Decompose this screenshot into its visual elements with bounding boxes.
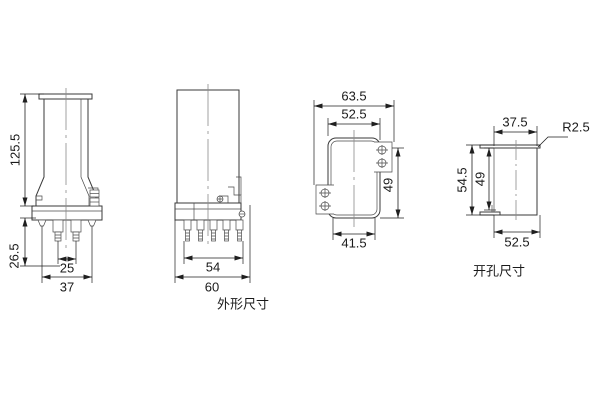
front-terminal-pins — [183, 219, 244, 242]
top-dim-width-body: 52.5 — [341, 106, 366, 121]
top-hole-right-2-cross — [376, 158, 388, 168]
cutout-dim-width-bottom: 52.5 — [504, 234, 529, 249]
side-pin-2-tip — [72, 231, 80, 242]
front-pin-3 — [209, 219, 218, 242]
front-right-ear-upper — [236, 176, 242, 195]
side-dim-height-total: 125.5 — [7, 134, 22, 167]
panel-cutout-view: 37.5 R2.5 54.5 49 52.5 开孔尺寸 — [454, 114, 589, 279]
side-left-shoulder-notch — [36, 195, 43, 201]
cutout-dim-corner-radius: R2.5 — [562, 119, 589, 134]
front-right-ear-step — [219, 195, 229, 203]
front-pin-5 — [235, 219, 244, 242]
cutout-dim-height-inner: 49 — [472, 172, 487, 186]
side-pin-1-tip — [54, 231, 62, 242]
cutout-dim-width-top: 37.5 — [502, 114, 527, 129]
side-pin-2-body — [70, 219, 82, 233]
top-dim-width-inner: 41.5 — [341, 235, 366, 250]
cutout-top-flange — [479, 144, 541, 149]
side-foot-left — [37, 219, 47, 227]
side-mounting-flange — [31, 205, 103, 221]
front-pin-2 — [196, 219, 205, 242]
cutout-dim-height-outer: 54.5 — [454, 167, 469, 192]
side-top-cap — [38, 93, 93, 100]
cutout-profile-outline — [494, 147, 538, 216]
front-right-ear — [228, 186, 242, 203]
front-dim-pin-span: 54 — [206, 259, 220, 274]
side-dim-height-base: 26.5 — [6, 243, 21, 268]
side-pin-2-threads — [73, 234, 79, 239]
cutout-view-caption: 开孔尺寸 — [473, 265, 525, 280]
top-hole-right-1-cross — [376, 145, 388, 155]
side-terminal-pins — [52, 219, 82, 242]
front-pin-1 — [183, 219, 192, 242]
side-body-seam — [80, 99, 90, 208]
side-foot-right — [87, 219, 97, 227]
front-ear-screw-cross — [217, 196, 223, 202]
top-hole-left-2-cross — [319, 201, 331, 211]
side-pin-1-threads — [55, 234, 61, 239]
side-pin-1-body — [52, 219, 64, 233]
front-elevation-view: 54 60 外形尺寸 — [174, 84, 269, 313]
top-hole-left-1-cross — [319, 188, 331, 198]
top-dim-height-body: 49 — [380, 178, 395, 192]
outline-view-caption: 外形尺寸 — [217, 298, 269, 313]
top-ear-left — [315, 184, 334, 215]
top-plan-view: 63.5 52.5 49 41.5 — [313, 88, 404, 250]
cutout-radius-leader — [537, 136, 568, 148]
top-dim-width-overall: 63.5 — [341, 88, 366, 103]
front-dim-width-total: 60 — [205, 279, 219, 294]
cutout-bottom-flange — [479, 211, 501, 216]
side-dim-width-base: 37 — [60, 279, 74, 294]
side-dim-pin-spacing: 25 — [60, 260, 74, 275]
side-elevation-view: 125.5 26.5 25 37 — [6, 88, 103, 294]
front-pin-4 — [222, 219, 231, 242]
